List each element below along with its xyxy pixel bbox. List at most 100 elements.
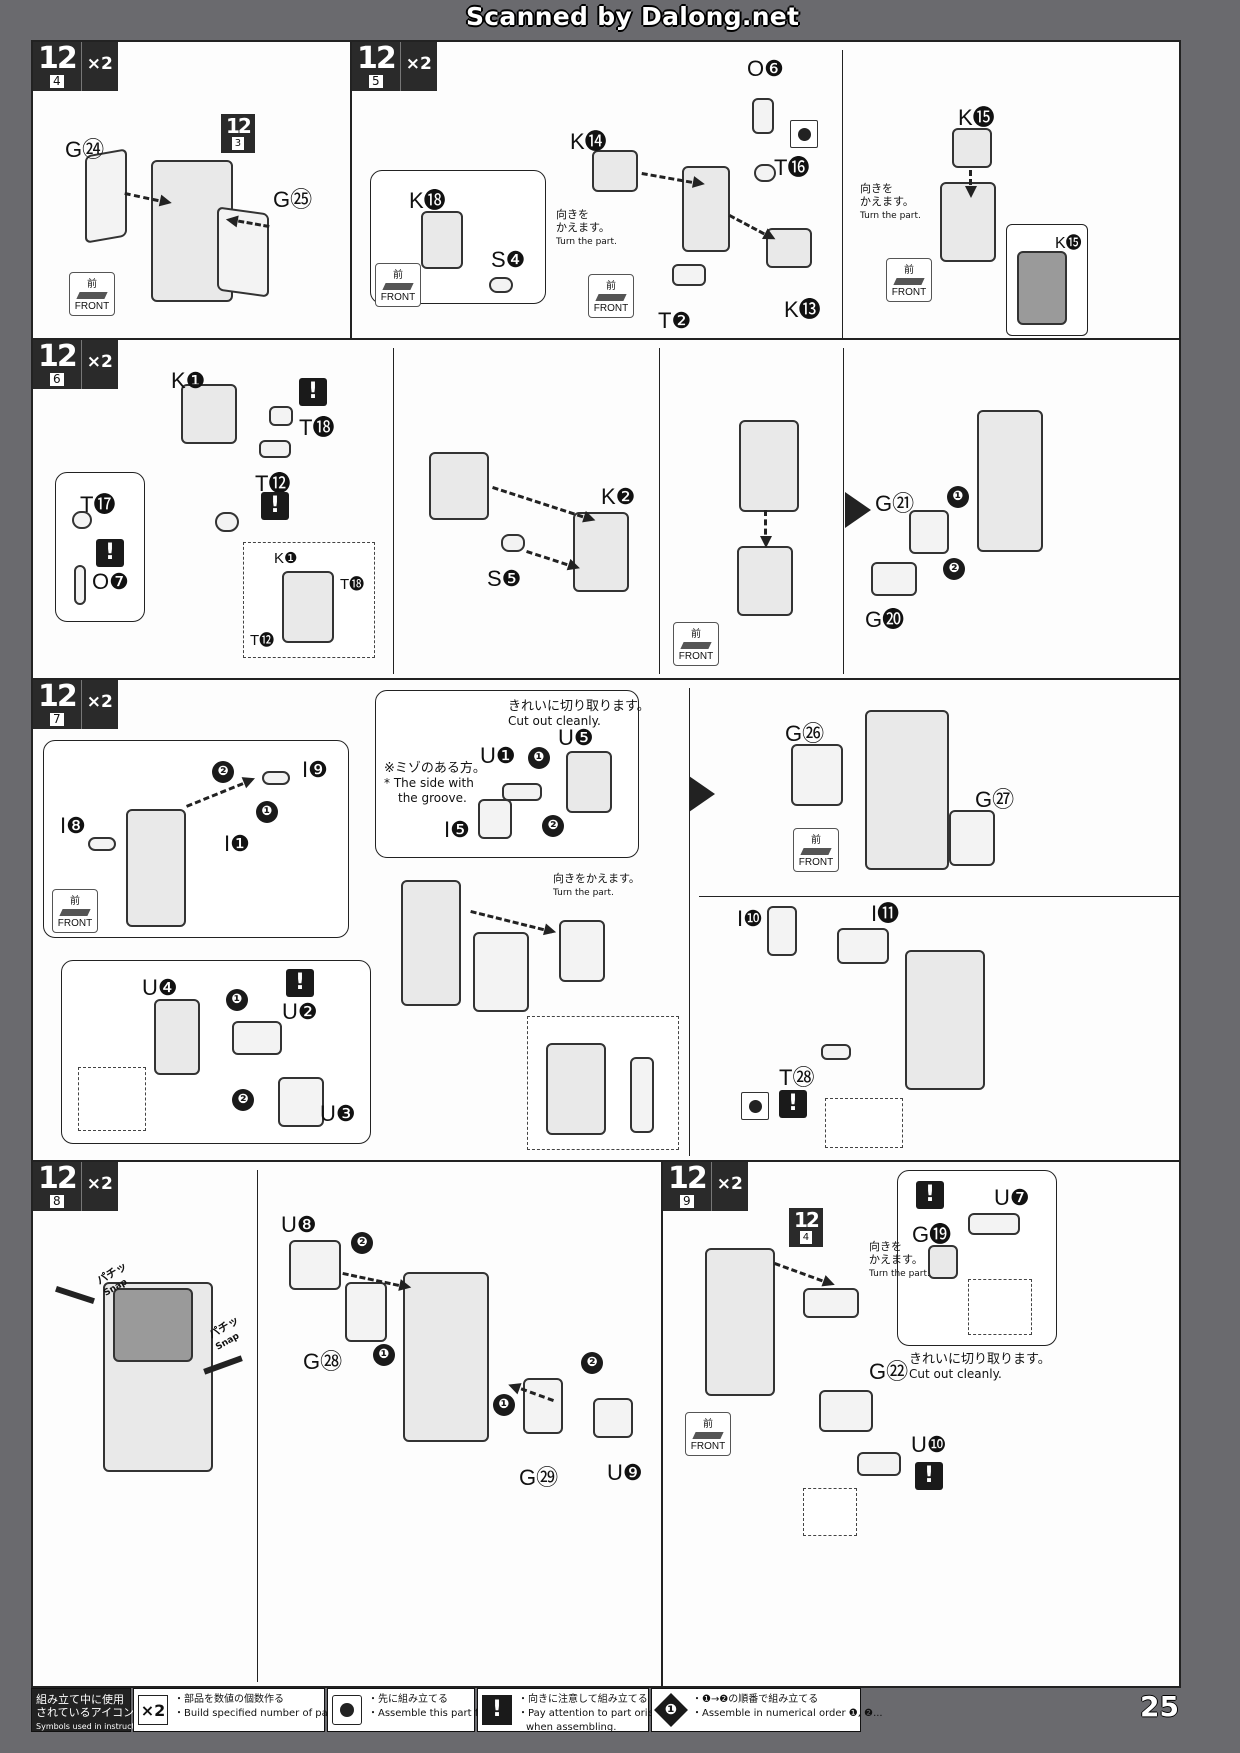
part-label: S❺: [487, 566, 522, 591]
part-drawing: [403, 1272, 489, 1442]
part-drawing: [345, 1282, 387, 1342]
part-label: K⓲: [409, 188, 446, 213]
part-label: U❸: [320, 1101, 356, 1126]
assembly-arrow: [186, 778, 253, 808]
order-step-1-icon: ❶: [528, 747, 550, 769]
scan-credit-bar: Scanned by Dalong.net: [0, 0, 1240, 36]
order-step-1-icon: ❶: [947, 486, 969, 508]
part-label: G⓴: [865, 607, 905, 632]
part-label: K⓯: [958, 105, 995, 130]
part-drawing: [821, 1044, 851, 1060]
order-step-2-icon: ❷: [232, 1089, 254, 1111]
divider: [699, 896, 1179, 897]
part-drawing: [803, 1288, 859, 1318]
turn-part-note: 向きをかえます。Turn the part.: [556, 208, 617, 247]
part-drawing: [478, 799, 512, 839]
quantity-multiplier: ×2: [86, 352, 113, 372]
part-drawing: [857, 1452, 901, 1476]
part-drawing: [705, 1248, 775, 1396]
part-drawing: [262, 771, 290, 785]
assemble-first-icon: [332, 1695, 362, 1725]
assembly-arrow: [470, 910, 553, 934]
legend-item-orientation: ! ・向きに注意して組み立てる・Pay attention to part or…: [477, 1688, 689, 1733]
reference-detail-box: [968, 1279, 1032, 1335]
part-label: I⓫: [871, 901, 900, 926]
step-number: 12: [38, 339, 78, 374]
reference-detail-box: [825, 1098, 903, 1148]
part-label: G㉖: [785, 721, 825, 746]
part-drawing: [977, 410, 1043, 552]
part-drawing: [74, 565, 86, 605]
reference-detail-box: [527, 1016, 679, 1150]
part-drawing: [737, 546, 793, 616]
part-label: U❺: [558, 725, 594, 750]
part-drawing: [630, 1057, 654, 1133]
step-sub: 9: [680, 1195, 694, 1208]
part-drawing: [767, 906, 797, 956]
legend-item-multiplier: ×2 ・部品を数値の個数作る・Build specified number of…: [133, 1688, 344, 1732]
part-label: U❾: [607, 1460, 643, 1485]
part-drawing: [754, 164, 776, 182]
part-label: I❾: [302, 757, 328, 782]
assembly-arrow: [526, 550, 577, 569]
part-drawing: [278, 1077, 324, 1127]
step-number: 12: [38, 1161, 78, 1196]
page-number: 25: [1140, 1690, 1179, 1723]
part-label: G㉔: [65, 137, 105, 162]
progress-arrow-icon: [845, 492, 871, 528]
scan-credit: Scanned by Dalong.net: [466, 2, 800, 31]
part-label: K⓯: [1055, 235, 1082, 252]
part-label: U❷: [282, 999, 318, 1024]
orientation-warning-icon: !: [482, 1695, 512, 1725]
part-label: T⓲: [299, 415, 335, 440]
part-drawing: [282, 571, 334, 643]
part-label: K⓮: [570, 129, 607, 154]
part-drawing: [928, 1245, 958, 1279]
divider: [689, 688, 690, 1156]
multiplier-icon: ×2: [138, 1695, 168, 1725]
order-step-2-icon: ❷: [943, 558, 965, 580]
assembly-arrow: [764, 510, 767, 544]
part-drawing: [215, 512, 239, 532]
part-label: U❹: [142, 975, 178, 1000]
order-step-2-icon: ❷: [542, 815, 564, 837]
assembly-arrow: [969, 170, 972, 194]
part-label: G㉒: [869, 1359, 909, 1384]
part-drawing: [232, 1021, 282, 1055]
part-drawing: [429, 452, 489, 520]
orientation-warning-icon: !: [915, 1462, 943, 1490]
turn-part-note: 向きをかえます。Turn the part.: [869, 1240, 930, 1279]
order-step-2-icon: ❷: [581, 1352, 603, 1374]
part-label: K❷: [601, 484, 636, 509]
part-drawing: [154, 999, 200, 1075]
part-label: I❺: [444, 817, 470, 842]
assembly-arrow: [773, 1262, 832, 1286]
divider: [393, 348, 394, 674]
turn-part-note: 向きをかえます。Turn the part.: [553, 872, 640, 898]
part-drawing: [501, 534, 525, 552]
orientation-warning-icon: !: [96, 539, 124, 567]
part-label: T㉘: [779, 1065, 815, 1090]
part-drawing: [181, 384, 237, 444]
part-label: K❶: [274, 550, 298, 567]
part-drawing: [1017, 251, 1067, 325]
part-label: G㉑: [875, 491, 915, 516]
ref-sub: 3: [231, 137, 245, 150]
reference-detail-box: [803, 1488, 857, 1536]
part-label: U❽: [281, 1212, 317, 1237]
assembly-arrow: [492, 486, 592, 521]
part-label: G㉕: [273, 187, 313, 212]
